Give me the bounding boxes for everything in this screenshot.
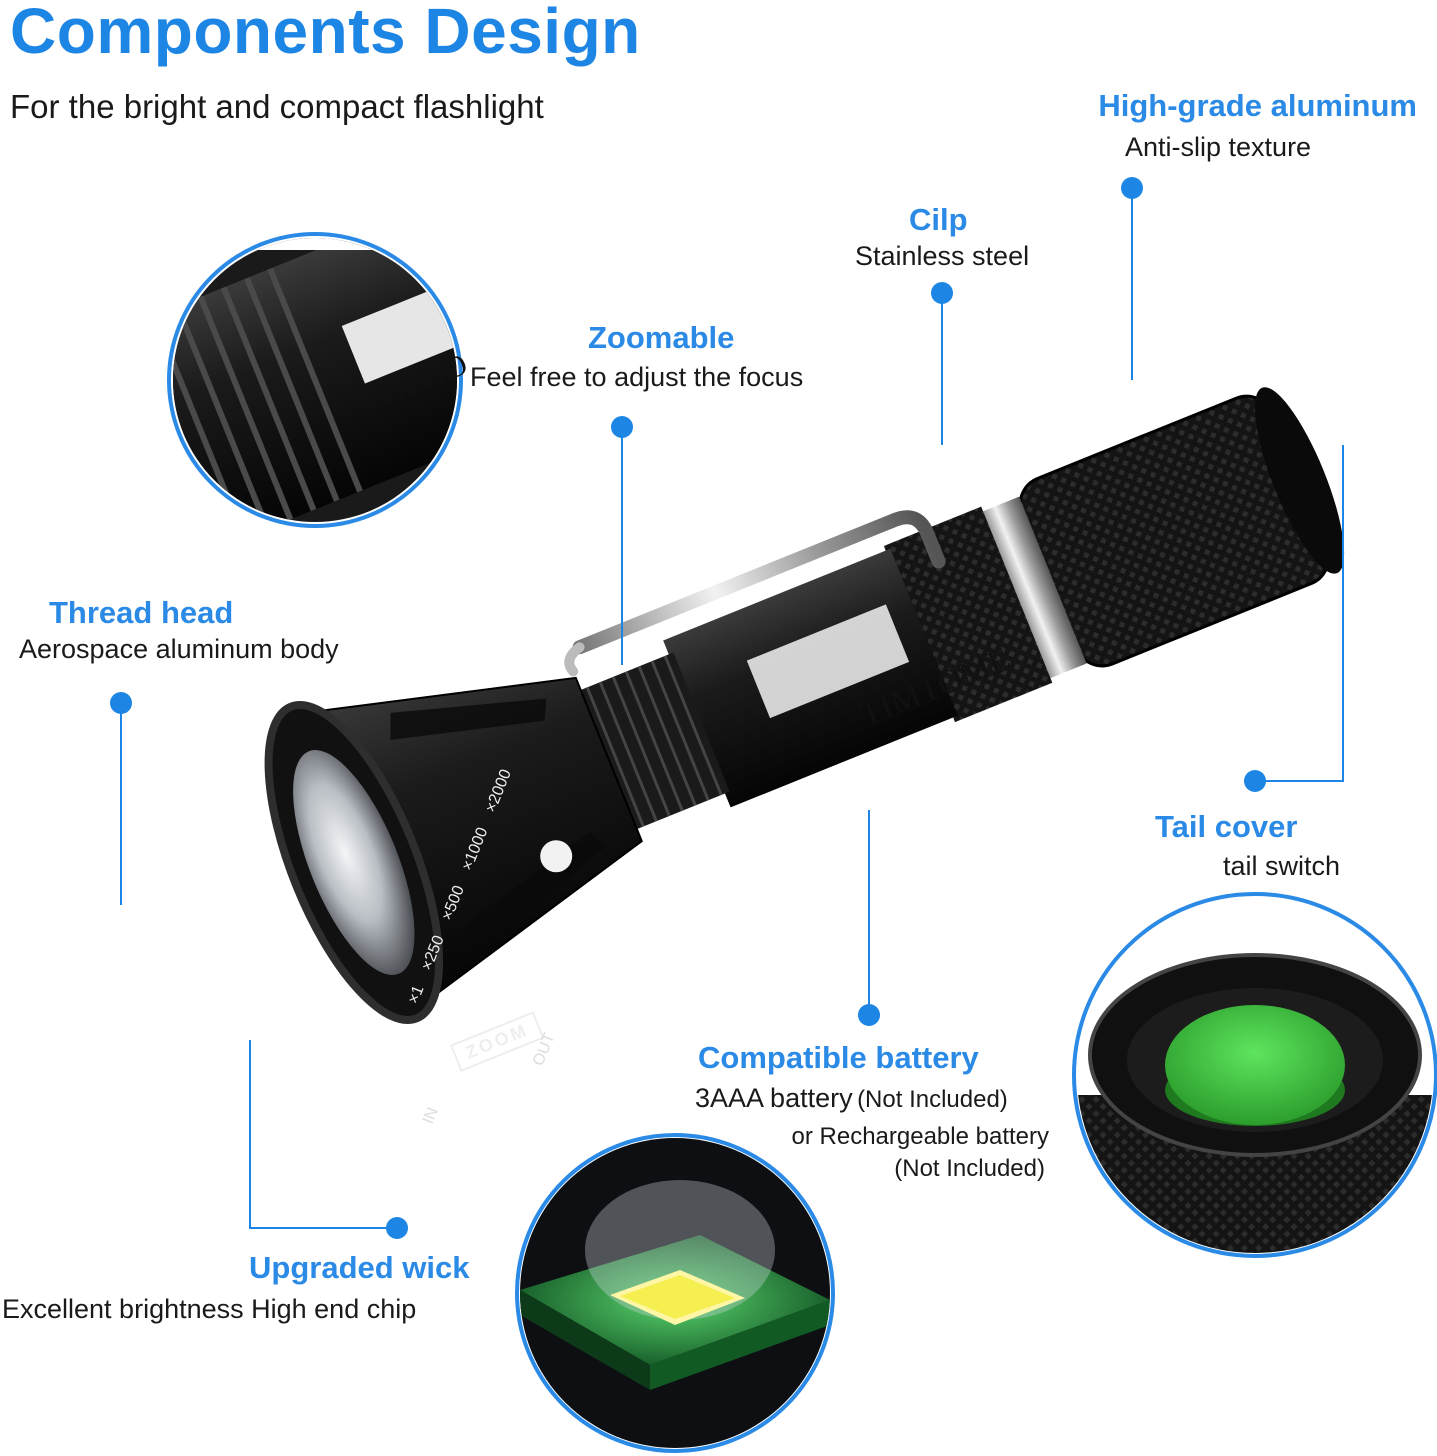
thread-desc: Aerospace aluminum body <box>19 634 339 664</box>
thread-title: Thread head <box>49 595 234 630</box>
led-chip-detail-circle <box>515 1133 835 1453</box>
clip-title: Cilp <box>909 202 968 237</box>
battery-line1: 3AAA battery (Not Included) <box>695 1083 1008 1114</box>
tail-title: Tail cover <box>1155 809 1298 844</box>
flashlight <box>264 387 1345 1025</box>
tail-desc: tail switch <box>1223 851 1341 881</box>
clip-desc: Stainless steel <box>855 241 1030 271</box>
leader-lines <box>120 188 1344 1229</box>
page-title: Components Design <box>10 0 641 67</box>
battery-line1-note: (Not Included) <box>857 1086 1008 1113</box>
battery-line3: (Not Included) <box>894 1155 1045 1182</box>
thread-detail-circle <box>167 232 463 528</box>
page-subtitle: For the bright and compact flashlight <box>10 88 544 125</box>
battery-line2: or Rechargeable battery <box>791 1123 1049 1150</box>
battery-title: Compatible battery <box>698 1040 979 1075</box>
zoom-desc: Feel free to adjust the focus <box>470 362 804 392</box>
wick-desc: Excellent brightness High end chip <box>2 1294 417 1324</box>
marker-dots <box>110 177 1266 1239</box>
aluminum-title: High-grade aluminum <box>1098 88 1417 123</box>
wick-title: Upgraded wick <box>249 1250 470 1285</box>
zoom-title: Zoomable <box>588 320 735 355</box>
aluminum-desc: Anti-slip texture <box>1125 132 1312 162</box>
tail-switch-detail-circle <box>1072 892 1437 1258</box>
battery-line1-main: 3AAA battery <box>695 1083 853 1113</box>
